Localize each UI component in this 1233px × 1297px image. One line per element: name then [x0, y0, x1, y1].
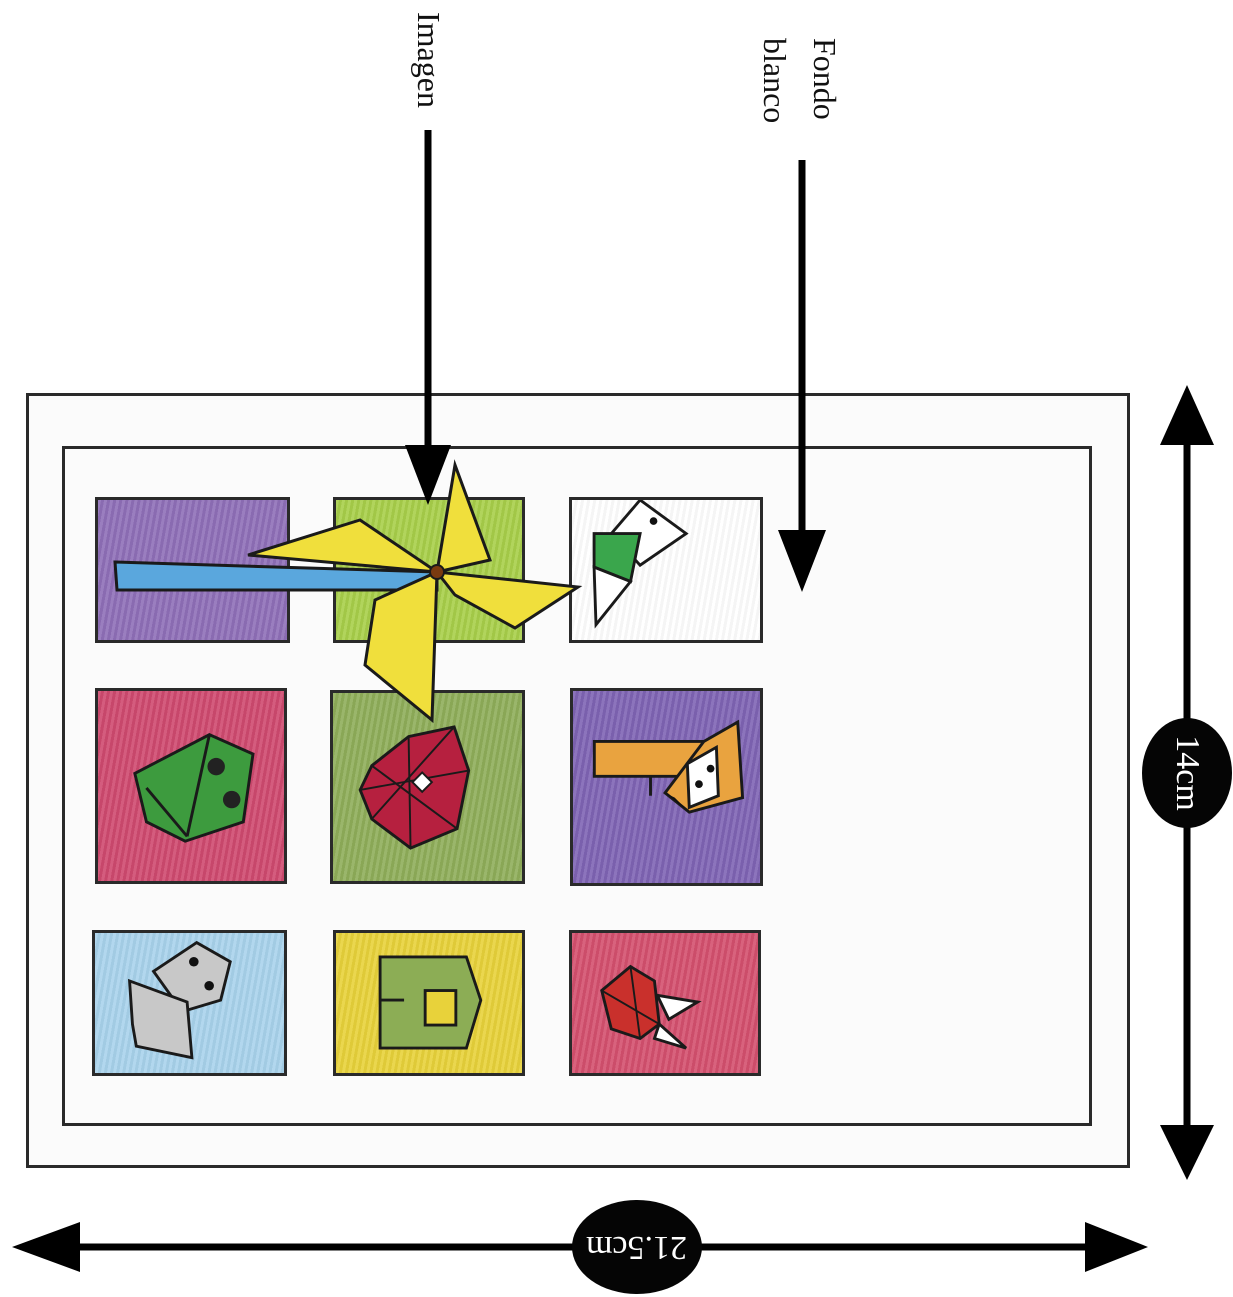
tile-bird	[569, 497, 763, 643]
tile-letter	[333, 930, 525, 1076]
fondo-label-line2: blanco	[757, 38, 793, 124]
origami-frog-icon	[133, 733, 255, 843]
fondo-arrow-icon	[778, 160, 826, 592]
height-dimension-label: 14cm	[1168, 735, 1206, 811]
origami-fox-icon	[592, 719, 745, 814]
origami-rabbit-icon	[600, 964, 702, 1050]
width-dimension-badge: 21.5cm	[572, 1200, 702, 1294]
origami-letter-icon	[378, 955, 483, 1050]
tile-rabbit	[569, 930, 761, 1076]
image-frame	[62, 446, 1092, 1126]
origami-flower-icon	[358, 725, 471, 850]
imagen-label: Imagen	[411, 12, 447, 108]
origami-koala-icon	[127, 940, 232, 1060]
tile-fox	[570, 688, 763, 886]
width-dimension-label: 21.5cm	[586, 1229, 688, 1266]
imagen-arrow-icon	[405, 130, 451, 505]
fondo-label-line1: Fondo	[807, 38, 843, 120]
origami-bird-icon	[592, 500, 689, 629]
tile-flower	[330, 690, 525, 884]
height-dimension-badge: 14cm	[1142, 718, 1232, 828]
tile-frog	[95, 688, 287, 884]
tile-koala	[92, 930, 287, 1076]
